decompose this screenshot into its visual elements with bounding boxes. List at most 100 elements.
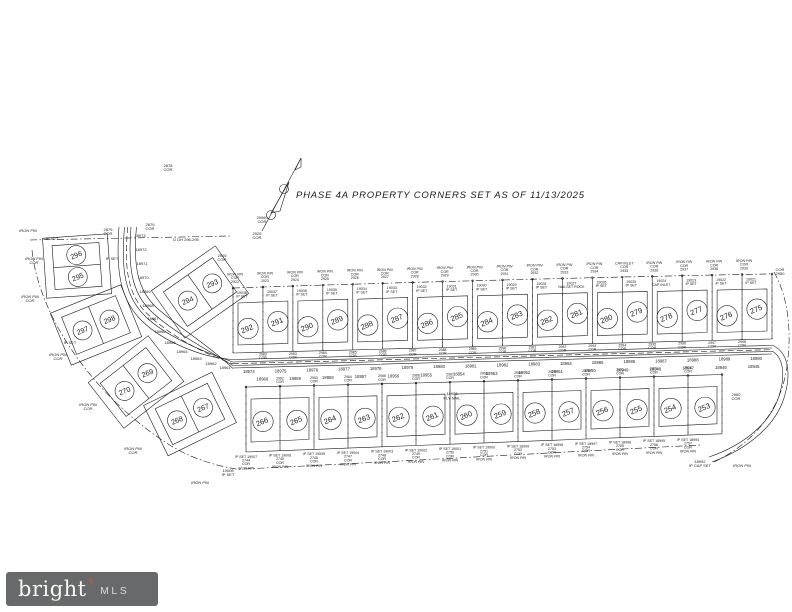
survey-label: COR: [146, 226, 155, 231]
ip-set-label: IP SET: [745, 281, 757, 285]
street-pin-number: 18945: [748, 364, 760, 369]
ip-set-label: IP SET: [446, 288, 458, 292]
cor-label: COR: [344, 379, 352, 383]
lot-divider: [89, 306, 104, 343]
survey-label: IRON PIN: [191, 480, 209, 485]
ip-set-label: IP SET: [476, 287, 488, 291]
survey-label: 18962: [205, 361, 217, 366]
cor-label: COR: [618, 347, 626, 351]
ip-set-label: IP SET: [506, 286, 518, 290]
street-pin-number: 18956: [388, 373, 400, 378]
survey-label: 18970: [137, 275, 149, 280]
survey-label: 18965: [164, 340, 176, 345]
lot-number: 290: [299, 321, 314, 334]
survey-label: COR: [129, 450, 138, 455]
lot-number: 258: [527, 407, 542, 420]
lot-number: 297: [75, 324, 89, 337]
pin-number: 2935: [620, 269, 628, 273]
lot-number: 280: [599, 312, 614, 325]
survey-label: COR: [253, 235, 262, 240]
pin-number: 2939: [740, 266, 748, 270]
survey-label: COR: [258, 219, 267, 224]
lot-number: 284: [479, 316, 494, 329]
street-pin-number: 18990: [750, 356, 762, 361]
cor-label: COR: [480, 375, 488, 379]
lot-number: 256: [595, 405, 610, 418]
lot-number: 259: [493, 408, 508, 421]
cor-label: COR: [558, 348, 566, 352]
ip-set-label: IP SET: [296, 293, 308, 297]
lot-number: 268: [170, 414, 184, 427]
pin-type-label: IRON PIN: [408, 460, 424, 464]
lot-number: 287: [389, 312, 404, 325]
pin-number: 2923: [261, 279, 269, 283]
cor-label: COR: [582, 373, 590, 377]
cor-label: COR: [588, 348, 596, 352]
pin-type-label: IRON PIN: [578, 453, 594, 457]
cor-label: COR: [378, 378, 386, 382]
title-text: PHASE 4A PROPERTY CORNERS SET AS OF 11/1…: [296, 190, 585, 201]
street-pin-number: 18989: [719, 357, 731, 362]
lot-number: 296: [69, 249, 83, 262]
lot-divider: [54, 264, 101, 267]
pin-number: 2931: [501, 272, 509, 276]
lot-number: 292: [240, 322, 255, 335]
lot-number: 269: [140, 367, 154, 380]
cor-label: COR: [738, 344, 746, 348]
lot-number: 283: [509, 309, 524, 322]
lot-number: 254: [663, 402, 678, 415]
pin-type-label: IRON PIN: [510, 456, 526, 460]
pin-type-label: IRON PIN: [680, 450, 696, 454]
lot-number: 264: [323, 413, 338, 426]
street-pin-number: 18955: [420, 372, 432, 377]
lot-number: 282: [539, 314, 554, 327]
pin-number: 2929: [441, 273, 449, 277]
ip-set-label: IP SET: [686, 282, 698, 286]
pin-type-label: IRON PIN: [340, 463, 356, 467]
survey-label: 18971: [136, 261, 148, 266]
lot-number: 285: [449, 310, 464, 323]
street-pin-number: 18985: [592, 360, 604, 365]
survey-label: IRON PIN: [19, 228, 37, 233]
survey-label: IP SET: [222, 472, 235, 477]
street-pin-number: 18981: [465, 363, 477, 368]
pin-type-label: IRON PIN: [238, 466, 254, 470]
lot-number: 279: [629, 306, 644, 319]
lot-number: 266: [255, 415, 270, 428]
lot-number: 260: [459, 409, 474, 422]
street-pin-number: 18988: [687, 358, 699, 363]
street-pin-number: 18959: [289, 376, 301, 381]
lot-number: 286: [419, 317, 434, 330]
lot-number: 255: [629, 403, 644, 416]
lot-number: 278: [659, 311, 674, 324]
street-pin-number: 18979: [402, 365, 414, 370]
survey-label: 18973: [134, 233, 146, 238]
lot-number: 253: [697, 401, 712, 414]
lot-block: 296295: [42, 234, 111, 298]
pin-number: 2932: [530, 271, 538, 275]
ip-set-label: IP SET: [715, 282, 727, 286]
lot-number: 289: [329, 314, 344, 327]
pin-type-label: IRON PIN: [612, 452, 628, 456]
north-arrow-curl-top: [280, 185, 289, 194]
survey-label: COR: [732, 396, 741, 401]
ip-set-label: IP SET: [266, 294, 278, 298]
lot-number: 270: [117, 385, 131, 398]
street-pin-number: 18976: [306, 367, 318, 372]
street-pin-number: 18974: [243, 369, 255, 374]
survey-label: 18963: [190, 356, 202, 361]
road-edge: [712, 345, 788, 462]
survey-label: IP SET: [64, 340, 77, 345]
street-pin-number: 18984: [560, 361, 572, 366]
ip-set-label: IP SET: [626, 284, 638, 288]
cor-label: COR: [529, 349, 537, 353]
street-pin-number: 18957: [355, 374, 367, 379]
cor-label: COR: [650, 371, 658, 375]
lot-number: 294: [180, 294, 194, 307]
cor-label: COR: [684, 370, 692, 374]
pin-number: 2930: [471, 273, 479, 277]
lot-number: 276: [719, 310, 734, 323]
street-pin-number: 18960: [257, 377, 269, 382]
lot-number: 265: [289, 414, 304, 427]
